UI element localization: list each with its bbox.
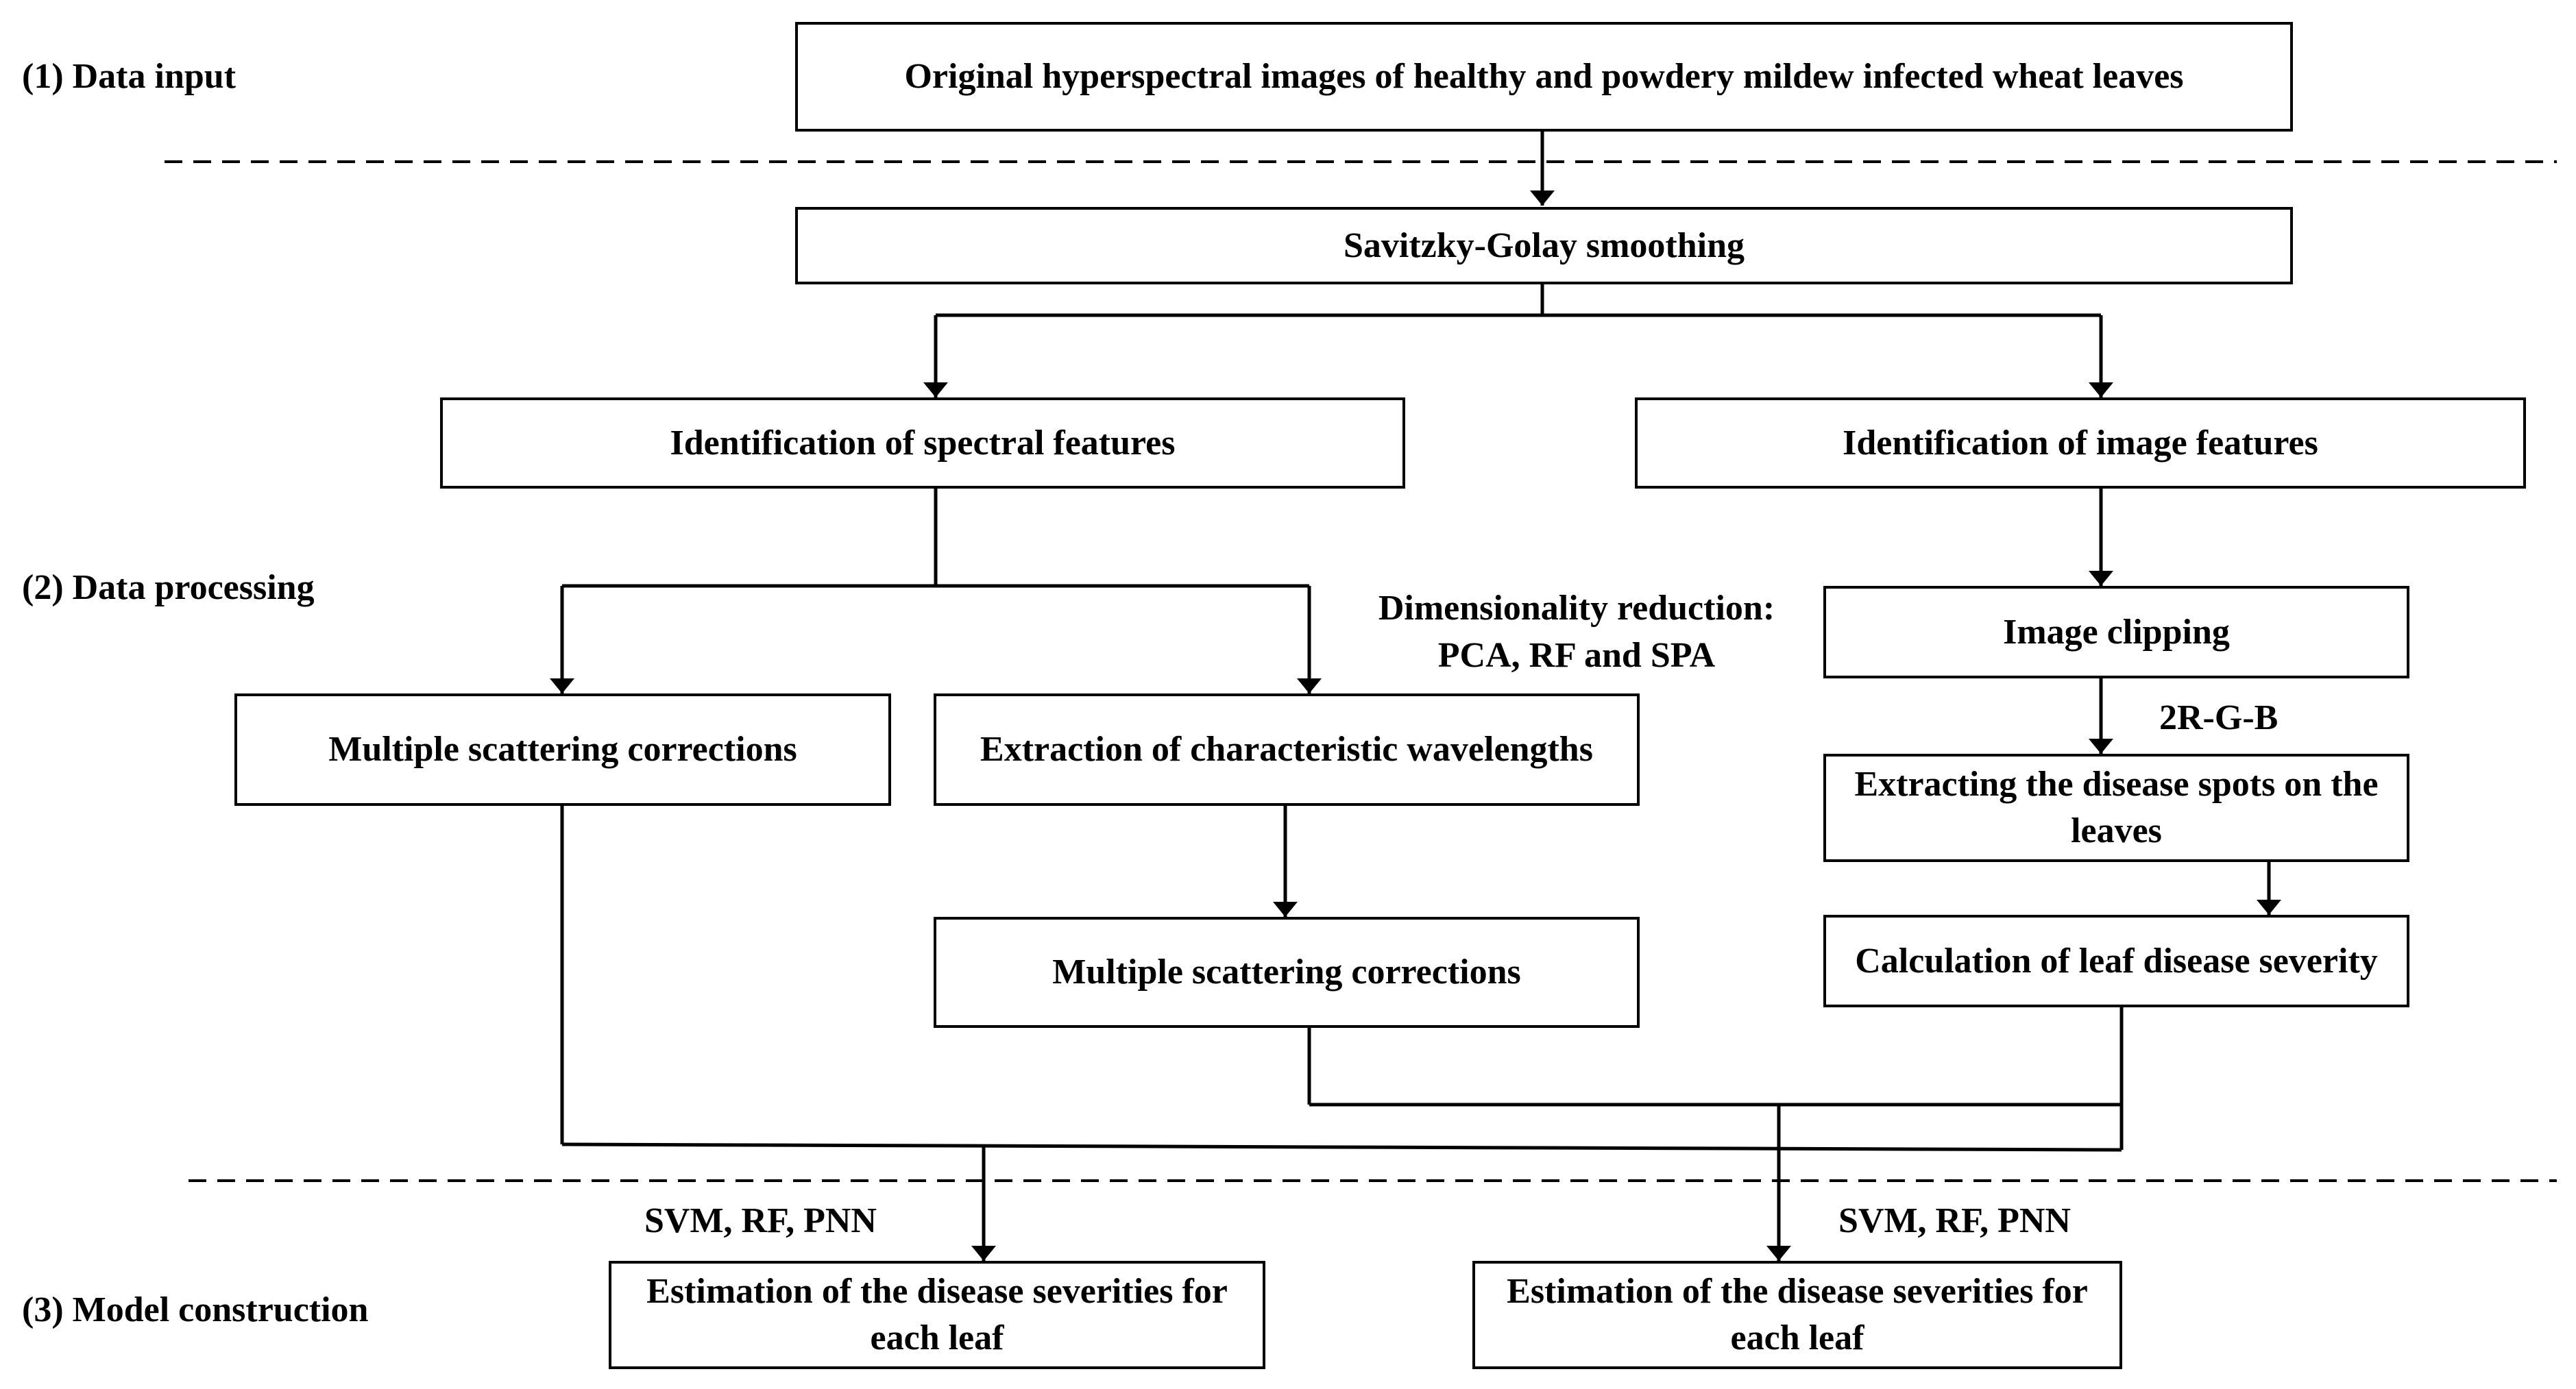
box-estimation-2: Estimation of the disease severities for…: [1472, 1261, 2122, 1369]
box-extract-disease-spots: Extracting the disease spots on the leav…: [1823, 754, 2409, 862]
annotation-2r-g-b: 2R-G-B: [2159, 698, 2279, 737]
annotation-dimred-line2: PCA, RF and SPA: [1437, 636, 1716, 675]
box-image-clipping: Image clipping: [1823, 586, 2409, 678]
section-label-model: (3) Model construction: [22, 1290, 369, 1329]
box-savitzky-golay: Savitzky-Golay smoothing: [795, 207, 2293, 284]
annotation-models-2: SVM, RF, PNN: [1838, 1201, 2071, 1240]
box-msc-2: Multiple scattering corrections: [934, 917, 1640, 1028]
section-label-input: (1) Data input: [22, 57, 236, 96]
box-image-features: Identification of image features: [1635, 397, 2526, 489]
annotation-dimred-line1: Dimensionality reduction:: [1378, 589, 1775, 628]
box-original-images: Original hyperspectral images of healthy…: [795, 22, 2293, 132]
annotation-models-1: SVM, RF, PNN: [644, 1201, 877, 1240]
box-leaf-severity: Calculation of leaf disease severity: [1823, 915, 2409, 1007]
box-spectral-features: Identification of spectral features: [440, 397, 1405, 489]
box-estimation-1: Estimation of the disease severities for…: [609, 1261, 1265, 1369]
box-msc-1: Multiple scattering corrections: [234, 693, 891, 806]
section-label-processing: (2) Data processing: [22, 568, 315, 607]
box-extraction-wavelengths: Extraction of characteristic wavelengths: [934, 693, 1640, 806]
